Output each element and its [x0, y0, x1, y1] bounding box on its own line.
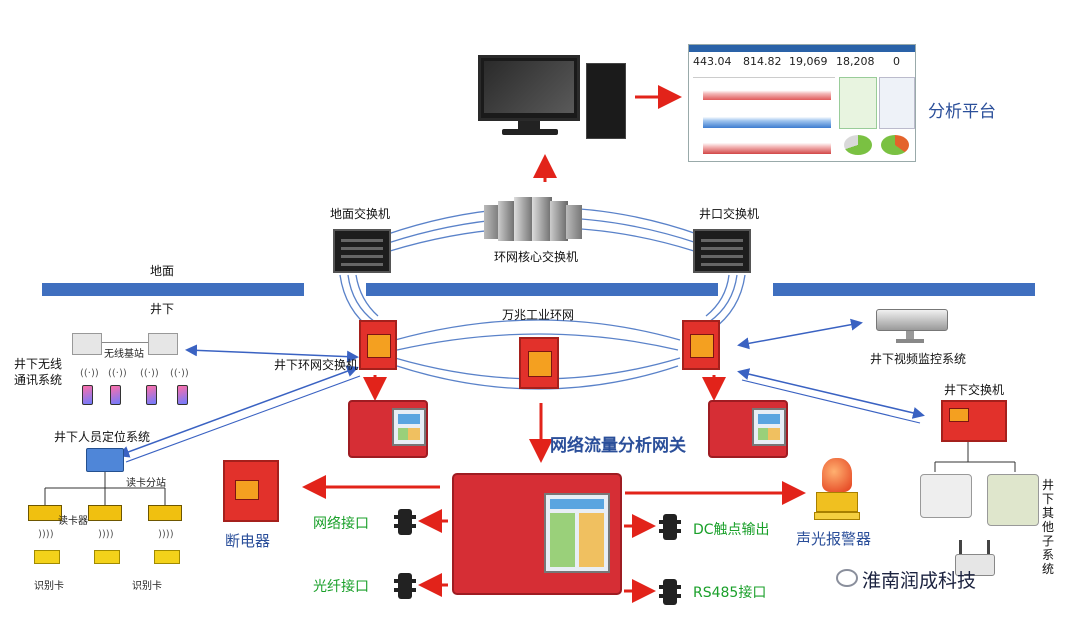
dashboard-charts: [693, 77, 835, 158]
alarm-label: 声光报警器: [796, 530, 872, 548]
card-reader-icon-1: [28, 505, 62, 521]
rs485-label: RS485接口: [693, 585, 767, 601]
surface-label: 地面: [150, 264, 175, 278]
dashboard-metric-4: 18,208: [836, 55, 875, 68]
analysis-platform-label: 分析平台: [928, 102, 996, 122]
core-switch-servers-icon: [484, 197, 592, 243]
wifi-icon-4: ((·)): [170, 368, 189, 379]
card-reader-splitter-label: 读卡分站: [126, 478, 166, 489]
ground-switch-label: 地面交换机: [330, 207, 391, 221]
gateway-device-icon: [452, 473, 622, 595]
personnel-positioning-label: 井下人员定位系统: [54, 430, 151, 444]
phone-icon-2: [110, 385, 121, 405]
dashboard-metric-2: 814.82: [743, 55, 782, 68]
surface-band-middle: [366, 283, 718, 296]
wifi-icon-3: ((·)): [140, 368, 159, 379]
wireless-ap-right-icon: [148, 333, 178, 355]
other-systems-tree: [934, 442, 1016, 472]
link-wireless-to-ring: [185, 344, 359, 363]
dashboard-metric-5: 0: [893, 55, 900, 68]
alarm-icon: [814, 458, 860, 522]
dc-output-label: DC触点输出: [693, 522, 770, 538]
rfid-wave-icon-2: )))): [98, 529, 114, 540]
rs485-icon: [659, 579, 681, 605]
phone-icon-3: [146, 385, 157, 405]
other-systems-label: 井下其他子系统: [1042, 478, 1055, 576]
card-reader-icon-3: [148, 505, 182, 521]
fiber-port-label: 光纤接口: [313, 579, 369, 595]
wechat-icon: [836, 569, 858, 587]
positioning-tree: [44, 472, 166, 505]
dc-output-icon: [659, 514, 681, 540]
link-positioning-parallel: [125, 375, 361, 463]
dashboard-side-panel: [879, 77, 915, 129]
link-ring-to-video: [737, 318, 863, 350]
id-card-icon-1: [34, 550, 60, 564]
network-port-icon: [394, 509, 416, 535]
ug-video-label: 井下视频监控系统: [870, 352, 967, 366]
wifi-icon-1: ((·)): [80, 368, 99, 379]
underground-label: 井下: [150, 302, 175, 316]
ground-switch-icon: [333, 229, 391, 273]
breaker-label: 断电器: [225, 532, 271, 550]
wifi-icon-2: ((·)): [108, 368, 127, 379]
card-reader-label: 读卡器: [58, 516, 88, 527]
analysis-dashboard-thumbnail: 443.04 814.82 19,069 18,208 0: [688, 44, 916, 162]
link-ug-switch-parallel: [741, 379, 921, 424]
dashboard-table: [839, 77, 877, 129]
ug-ring-switch-right-icon: [682, 320, 720, 370]
gateway-label: 网络流量分析网关: [550, 436, 686, 456]
id-card-label-1: 识别卡: [34, 581, 64, 592]
ug-ring-switch-middle-icon: [519, 337, 559, 389]
link-ring-to-ug-switch: [737, 368, 925, 419]
rfid-wave-icon-3: )))): [158, 529, 174, 540]
watermark-text: 淮南润成科技: [862, 570, 977, 592]
id-card-icon-3: [154, 550, 180, 564]
ug-switch-label: 井下交换机: [944, 383, 1005, 397]
breaker-icon: [223, 460, 279, 522]
ring-panel-right-icon: [708, 400, 788, 458]
surface-band-right: [773, 283, 1035, 296]
ring-panel-left-icon: [348, 400, 428, 458]
network-port-label: 网络接口: [313, 516, 369, 532]
fiber-port-icon: [394, 573, 416, 599]
ring-network-label: 万兆工业环网: [502, 308, 575, 322]
core-switch-label: 环网核心交换机: [494, 250, 579, 264]
wireless-ap-left-icon: [72, 333, 102, 355]
link-positioning-to-ring: [117, 365, 359, 458]
ug-wireless-label-line1: 井下无线: [14, 357, 63, 371]
video-camera-icon: [876, 305, 954, 345]
other-subsystem-antenna-icon: [955, 540, 995, 580]
side-links: [339, 274, 746, 331]
other-subsystem-box-2-icon: [987, 474, 1039, 526]
wireless-base-label: 无线基站: [104, 349, 144, 360]
ug-ring-switch-label: 井下环网交换机: [274, 358, 359, 372]
ug-switch-icon: [941, 400, 1007, 442]
card-reader-icon-2: [88, 505, 122, 521]
computer-icon: [478, 55, 633, 140]
phone-icon-4: [177, 385, 188, 405]
ug-ring-switch-left-icon: [359, 320, 397, 370]
dashboard-metric-3: 19,069: [789, 55, 828, 68]
positioning-splitter-icon: [86, 448, 124, 472]
dashboard-pie-2: [881, 135, 909, 155]
dashboard-metric-1: 443.04: [693, 55, 732, 68]
id-card-label-2: 识别卡: [132, 581, 162, 592]
dashboard-pie-1: [844, 135, 872, 155]
id-card-icon-2: [94, 550, 120, 564]
shaft-switch-icon: [693, 229, 751, 273]
ug-wireless-label-line2: 通讯系统: [14, 373, 63, 387]
rfid-wave-icon-1: )))): [38, 529, 54, 540]
wireless-ap-link: [102, 342, 148, 343]
other-subsystem-box-1-icon: [920, 474, 972, 518]
shaft-switch-label: 井口交换机: [699, 207, 760, 221]
phone-icon-1: [82, 385, 93, 405]
surface-band-left: [42, 283, 304, 296]
